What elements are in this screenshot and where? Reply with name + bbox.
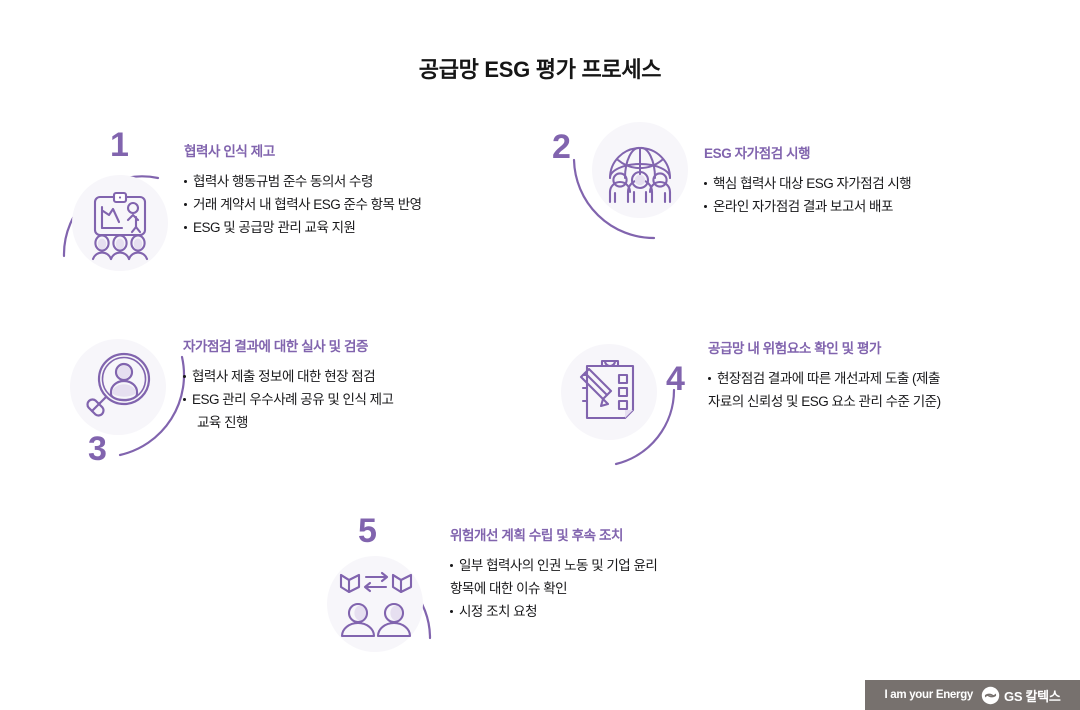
- step-2-number: 2: [552, 128, 571, 166]
- list-item: 항목에 대한 이슈 확인: [450, 581, 568, 597]
- list-item: 현장점검 결과에 따른 개선과제 도출 (제출: [708, 367, 1078, 390]
- step-4-list: 현장점검 결과에 따른 개선과제 도출 (제출 자료의 신뢰성 및 ESG 요소…: [708, 367, 1078, 413]
- step-1-circle: [72, 175, 168, 271]
- step-4-number: 4: [666, 360, 685, 398]
- step-1-heading: 협력사 인식 제고: [184, 144, 275, 159]
- footer-logo-group: GS 칼텍스: [981, 686, 1061, 705]
- list-item: 자료의 신뢰성 및 ESG 요소 관리 수준 기준): [708, 394, 941, 410]
- magnifier-person-icon: [86, 352, 151, 417]
- presentation-people-icon: [91, 191, 149, 261]
- step-2-list: 핵심 협력사 대상 ESG 자가점검 시행 온라인 자가점검 결과 보고서 배포: [704, 172, 1034, 218]
- people-exchange-icon: [339, 571, 413, 638]
- step-5-list: 일부 협력사의 인권 노동 및 기업 윤리 항목에 대한 이슈 확인 시정 조치…: [450, 554, 780, 624]
- list-item: 온라인 자가점검 결과 보고서 배포: [704, 195, 1034, 218]
- footer-logo-bar: I am your Energy GS 칼텍스: [865, 680, 1080, 710]
- step-5-number: 5: [358, 512, 377, 550]
- clipboard-pencil-icon: [579, 359, 635, 420]
- step-5-icon-wrap: [327, 556, 423, 652]
- list-item: 협력사 행동규범 준수 동의서 수령: [184, 170, 514, 193]
- list-item: ESG 및 공급망 관리 교육 지원: [184, 216, 514, 239]
- gs-caltex-logo-icon: [981, 686, 1000, 704]
- step-2-heading: ESG 자가점검 시행: [704, 146, 811, 161]
- step-4-icon-wrap: [561, 344, 657, 440]
- step-1-body: 협력사 인식 제고 협력사 행동규범 준수 동의서 수령 거래 계약서 내 협력…: [184, 140, 514, 240]
- list-item: 시정 조치 요청: [450, 600, 780, 623]
- step-4-heading: 공급망 내 위험요소 확인 및 평가: [708, 341, 882, 356]
- list-item: 일부 협력사의 인권 노동 및 기업 윤리: [450, 554, 780, 577]
- step-3-icon-wrap: [70, 339, 166, 435]
- step-2-body: ESG 자가점검 시행 핵심 협력사 대상 ESG 자가점검 시행 온라인 자가…: [704, 142, 1034, 218]
- step-3-list: 협력사 제출 정보에 대한 현장 점검 ESG 관리 우수사례 공유 및 인식 …: [183, 365, 543, 435]
- step-3-heading: 자가점검 결과에 대한 실사 및 검증: [183, 339, 369, 354]
- step-1-icon-wrap: [72, 175, 168, 271]
- list-item: 거래 계약서 내 협력사 ESG 준수 항목 반영: [184, 193, 514, 216]
- step-4-body: 공급망 내 위험요소 확인 및 평가 현장점검 결과에 따른 개선과제 도출 (…: [708, 337, 1078, 413]
- step-3-number: 3: [88, 430, 107, 468]
- step-2-icon-wrap: [592, 122, 688, 218]
- list-item: 핵심 협력사 대상 ESG 자가점검 시행: [704, 172, 1034, 195]
- footer-tagline: I am your Energy: [884, 689, 974, 701]
- step-1-list: 협력사 행동규범 준수 동의서 수령 거래 계약서 내 협력사 ESG 준수 항…: [184, 170, 514, 240]
- list-item: ESG 관리 우수사례 공유 및 인식 제고: [183, 388, 543, 411]
- step-5-body: 위험개선 계획 수립 및 후속 조치 일부 협력사의 인권 노동 및 기업 윤리…: [450, 524, 780, 624]
- globe-people-icon: [608, 146, 672, 204]
- step-3-body: 자가점검 결과에 대한 실사 및 검증 협력사 제출 정보에 대한 현장 점검 …: [183, 335, 543, 435]
- list-item: 협력사 제출 정보에 대한 현장 점검: [183, 365, 543, 388]
- step-5-heading: 위험개선 계획 수립 및 후속 조치: [450, 528, 624, 543]
- footer-brand: GS 칼텍스: [1004, 688, 1061, 704]
- step-1-number: 1: [110, 126, 129, 164]
- page-title: 공급망 ESG 평가 프로세스: [418, 57, 662, 82]
- list-item: 교육 진행: [197, 415, 248, 431]
